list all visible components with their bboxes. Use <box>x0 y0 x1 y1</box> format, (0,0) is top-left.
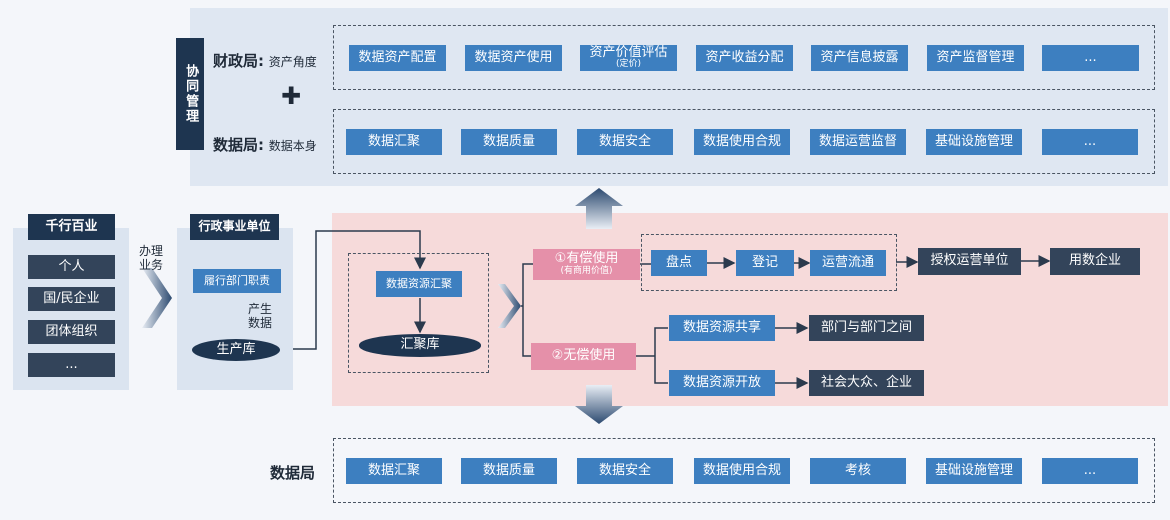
paid-steps-group <box>641 234 897 291</box>
bottom-item-1: 数据质量 <box>461 458 557 484</box>
gather-box: 数据资源汇聚 <box>376 271 462 297</box>
data-share: 数据资源共享 <box>669 315 775 341</box>
databureau-item-0: 数据汇聚 <box>346 129 442 155</box>
produce-data-label: 产生数据 <box>248 302 273 331</box>
auth-operator: 授权运营单位 <box>918 248 1021 275</box>
industry-item-0: 个人 <box>28 255 115 279</box>
chevron-right-icon <box>142 268 172 328</box>
databureau-item-2: 数据安全 <box>577 129 673 155</box>
databureau-item-4: 数据运营监督 <box>810 129 906 155</box>
finance-item-3: 资产收益分配 <box>696 45 793 71</box>
bottom-items-group <box>333 438 1155 503</box>
bottom-databureau-label: 数据局 <box>270 464 316 482</box>
free-use-label: ②无偿使用 <box>531 343 636 370</box>
paid-step-1: 登记 <box>736 250 794 276</box>
data-open: 数据资源开放 <box>669 370 775 396</box>
coordination-panel <box>190 8 1168 186</box>
industry-item-3: ... <box>28 353 115 377</box>
industry-item-1: 国/民企业 <box>28 287 115 311</box>
bottom-item-0: 数据汇聚 <box>346 458 442 484</box>
gov-title: 行政事业单位 <box>190 214 279 240</box>
down-arrow-icon <box>575 385 623 424</box>
paid-step-2: 运营流通 <box>810 250 886 276</box>
bottom-item-5: 基础设施管理 <box>926 458 1022 484</box>
finance-items-group <box>333 25 1155 90</box>
industry-item-2: 团体组织 <box>28 320 115 344</box>
industries-title: 千行百业 <box>28 214 115 240</box>
finance-item-1: 数据资产使用 <box>465 45 562 71</box>
databureau-perspective: 数据本身 <box>268 139 317 153</box>
finance-item-0: 数据资产配置 <box>349 45 446 71</box>
bottom-item-4: 考核 <box>810 458 906 484</box>
finance-label: 财政局: 资产角度 <box>213 50 317 71</box>
gov-panel <box>177 228 293 390</box>
databureau-item-5: 基础设施管理 <box>926 129 1022 155</box>
split-chevron-icon <box>498 284 521 328</box>
databureau-title: 数据局: <box>213 136 264 154</box>
finance-item-2-label: 资产价值评估 <box>589 44 668 60</box>
finance-item-6: ... <box>1042 45 1139 71</box>
databureau-item-6: ... <box>1042 129 1138 155</box>
gov-duty: 履行部门职责 <box>193 269 281 293</box>
gather-db: 汇聚库 <box>359 334 481 357</box>
finance-title: 财政局: <box>213 52 264 70</box>
finance-item-5: 资产监督管理 <box>927 45 1024 71</box>
finance-perspective: 资产角度 <box>268 55 317 69</box>
databureau-item-1: 数据质量 <box>461 129 557 155</box>
finance-item-2-sub: (定价) <box>615 59 642 70</box>
handle-business-label: 办理业务 <box>139 244 164 273</box>
paid-use-sub: (有商用价值) <box>560 265 613 276</box>
databureau-items-group <box>333 109 1155 174</box>
plus-icon: ✚ <box>281 82 302 110</box>
finance-item-2: 资产价值评估 (定价) <box>580 45 677 71</box>
bottom-item-3: 数据使用合规 <box>694 458 790 484</box>
finance-item-4: 资产信息披露 <box>811 45 908 71</box>
databureau-item-3: 数据使用合规 <box>694 129 790 155</box>
collab-label: 协同管理 <box>176 38 204 150</box>
bottom-item-6: ... <box>1042 458 1138 484</box>
data-enterprise: 用数企业 <box>1050 248 1140 275</box>
production-db: 生产库 <box>192 339 280 361</box>
share-target: 部门与部门之间 <box>809 315 924 341</box>
gather-group <box>348 253 489 373</box>
paid-use-label: ①有偿使用 (有商用价值) <box>533 249 640 280</box>
paid-step-0: 盘点 <box>651 250 707 276</box>
paid-use-text: ①有偿使用 <box>554 251 619 267</box>
databureau-label: 数据局: 数据本身 <box>213 134 317 155</box>
up-arrow-icon <box>575 188 623 229</box>
open-target: 社会大众、企业 <box>809 370 924 396</box>
bottom-item-2: 数据安全 <box>577 458 673 484</box>
